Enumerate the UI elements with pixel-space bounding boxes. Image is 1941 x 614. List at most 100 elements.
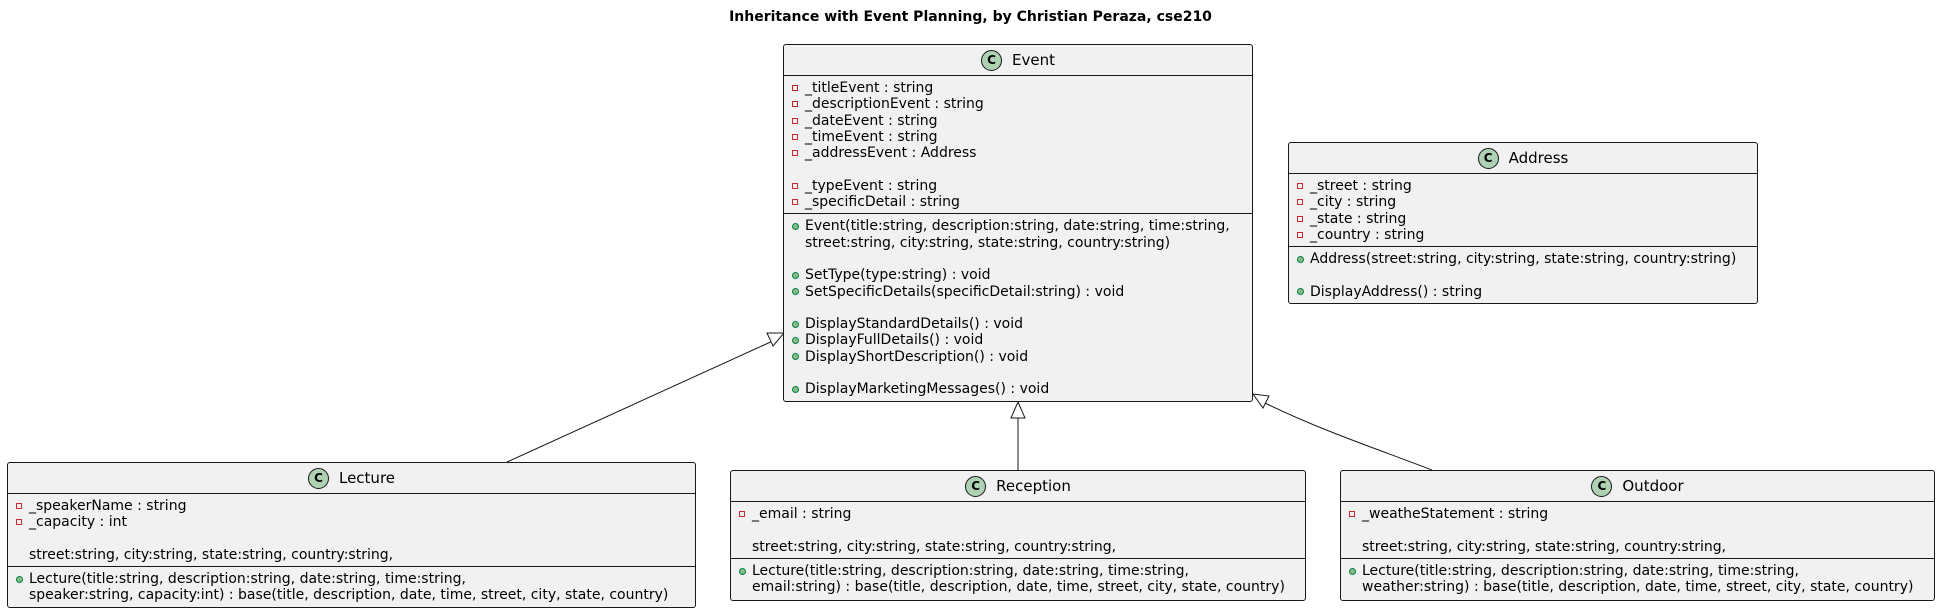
method-row: DisplayFullDetails() : void	[792, 332, 1244, 348]
field-text: street:string, city:string, state:string…	[1362, 538, 1727, 555]
class-c-icon: C	[981, 49, 1002, 71]
private-visibility-icon	[792, 96, 805, 112]
method-text: DisplayShortDescription() : void	[805, 348, 1029, 365]
field-row: _capacity : int	[16, 514, 687, 530]
private-visibility-icon	[16, 514, 29, 530]
method-text: Event(title:string, description:string, …	[805, 218, 1230, 235]
public-visibility-icon	[16, 571, 29, 587]
continuation-indent	[739, 579, 752, 595]
public-visibility-icon	[792, 316, 805, 332]
method-row: DisplayStandardDetails() : void	[792, 316, 1244, 332]
public-visibility-icon	[792, 332, 805, 348]
method-text: Lecture(title:string, description:string…	[752, 562, 1189, 579]
private-visibility-icon	[1297, 178, 1310, 194]
field-row: street:string, city:string, state:string…	[16, 547, 687, 563]
class-name: Address	[1508, 149, 1569, 167]
field-row: _titleEvent : string	[792, 80, 1244, 96]
field-text: _addressEvent : Address	[805, 145, 977, 162]
field-row: _weatheStatement : string	[1349, 506, 1926, 522]
method-text: street:string, city:string, state:string…	[805, 234, 1171, 251]
field-text: _titleEvent : string	[805, 80, 934, 96]
method-text: speaker:string, capacity:int) : base(tit…	[29, 587, 669, 604]
methods-section: Lecture(title:string, description:string…	[8, 566, 695, 607]
private-visibility-icon	[792, 113, 805, 129]
private-visibility-icon	[1297, 227, 1310, 243]
method-row: DisplayShortDescription() : void	[792, 349, 1244, 365]
class-name: Reception	[996, 477, 1071, 495]
method-row	[792, 365, 1244, 381]
public-visibility-icon	[1349, 563, 1362, 579]
field-row: _speakerName : string	[16, 498, 687, 514]
continuation-indent	[1349, 579, 1362, 595]
public-visibility-icon	[792, 267, 805, 283]
methods-section: Lecture(title:string, description:string…	[731, 557, 1305, 599]
private-visibility-icon	[1297, 211, 1310, 227]
method-text: Lecture(title:string, description:string…	[29, 571, 466, 588]
class-c-icon: C	[965, 475, 987, 497]
private-visibility-icon	[16, 498, 29, 514]
field-row: street:string, city:string, state:string…	[739, 539, 1297, 555]
class-outdoor[interactable]: C Outdoor _weatheStatement : string stree…	[1340, 470, 1935, 601]
field-text: _email : string	[752, 506, 852, 522]
field-row: _descriptionEvent : string	[792, 96, 1244, 112]
field-row: _dateEvent : string	[792, 113, 1244, 129]
public-visibility-icon	[792, 284, 805, 300]
method-row	[792, 251, 1244, 267]
field-text: _capacity : int	[29, 514, 127, 531]
field-row: _addressEvent : Address	[792, 145, 1244, 161]
methods-section: Lecture(title:string, description:string…	[1341, 557, 1934, 599]
method-row: Address(street:string, city:string, stat…	[1297, 251, 1749, 267]
method-text: DisplayMarketingMessages() : void	[805, 381, 1050, 398]
field-text: _typeEvent : string	[805, 177, 938, 194]
field-text: street:string, city:string, state:string…	[752, 538, 1117, 555]
class-header: C Event	[784, 45, 1252, 76]
class-reception[interactable]: C Reception _email : string street:string…	[730, 470, 1306, 601]
fields-section: _street : string_city : string_state : s…	[1289, 174, 1757, 246]
class-lecture[interactable]: C Lecture _speakerName : string_capacity…	[7, 462, 696, 608]
method-row: DisplayMarketingMessages() : void	[792, 381, 1244, 397]
outdoor-to-event-link	[1264, 402, 1433, 471]
class-c-icon: C	[307, 467, 329, 489]
class-name: Outdoor	[1622, 477, 1684, 495]
field-row: street:string, city:string, state:string…	[1349, 539, 1926, 555]
field-row: _email : string	[739, 506, 1297, 522]
public-visibility-icon	[792, 349, 805, 365]
continuation-indent	[1349, 539, 1362, 555]
field-text: _city : string	[1310, 194, 1397, 211]
method-row: Event(title:string, description:string, …	[792, 218, 1244, 234]
class-c-icon: C	[1591, 475, 1613, 497]
fields-section: _titleEvent : string_descriptionEvent : …	[784, 76, 1252, 213]
method-row: email:string) : base(title, description,…	[739, 579, 1297, 595]
class-address[interactable]: C Address _street : string_city : string…	[1288, 142, 1758, 304]
public-visibility-icon	[792, 218, 805, 234]
field-text: _timeEvent : string	[805, 128, 938, 145]
private-visibility-icon	[792, 194, 805, 210]
class-event[interactable]: C Event _titleEvent : string_description…	[783, 44, 1253, 402]
method-row: street:string, city:string, state:string…	[792, 235, 1244, 251]
field-text: _state : string	[1310, 210, 1407, 227]
method-text: SetType(type:string) : void	[805, 267, 991, 284]
public-visibility-icon	[739, 563, 752, 579]
field-text: _weatheStatement : string	[1362, 506, 1549, 522]
lecture-to-event-link	[506, 339, 776, 463]
method-row: weather:string) : base(title, descriptio…	[1349, 579, 1926, 595]
field-text: _descriptionEvent : string	[805, 96, 984, 113]
method-row: SetSpecificDetails(specificDetail:string…	[792, 284, 1244, 300]
method-row: Lecture(title:string, description:string…	[739, 563, 1297, 579]
field-row: _country : string	[1297, 227, 1749, 243]
method-text: weather:string) : base(title, descriptio…	[1362, 579, 1914, 596]
private-visibility-icon	[739, 506, 752, 522]
field-row: _street : string	[1297, 178, 1749, 194]
field-row: _city : string	[1297, 194, 1749, 210]
private-visibility-icon	[792, 80, 805, 96]
method-row: Lecture(title:string, description:string…	[16, 571, 687, 587]
method-row	[792, 300, 1244, 316]
method-text: DisplayStandardDetails() : void	[805, 316, 1023, 333]
field-row	[1349, 522, 1926, 538]
method-row: DisplayAddress() : string	[1297, 284, 1749, 300]
methods-section: Event(title:string, description:string, …	[784, 213, 1252, 400]
method-row	[1297, 267, 1749, 283]
reception-to-event-arrowhead	[1010, 400, 1026, 419]
private-visibility-icon	[1297, 194, 1310, 210]
field-row: _typeEvent : string	[792, 178, 1244, 194]
